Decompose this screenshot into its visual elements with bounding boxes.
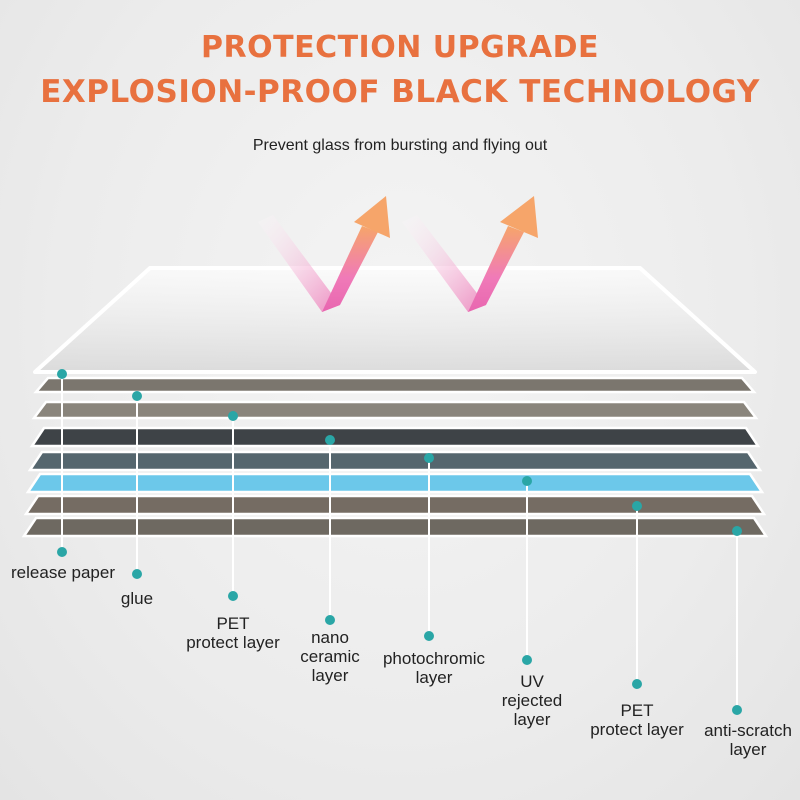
title-line-1: PROTECTION UPGRADE (201, 30, 599, 65)
marker-top (228, 411, 238, 421)
marker-top (732, 526, 742, 536)
label-line: glue (120, 589, 154, 608)
bounce-arrow-right (402, 196, 538, 312)
marker-bottom (228, 591, 238, 601)
label-line: nano (311, 628, 349, 647)
layer-band-3 (29, 426, 761, 448)
layer-stack (21, 376, 769, 538)
marker-bottom (132, 569, 142, 579)
label-line: ceramic (300, 647, 360, 666)
label-release-paper: release paper (2, 563, 124, 582)
subtitle: Prevent glass from bursting and flying o… (252, 137, 548, 154)
marker-top (522, 476, 532, 486)
label-line: UV (520, 672, 544, 691)
glass-top-sheet (33, 266, 757, 374)
label-line: layer (513, 710, 551, 729)
leader-lines (61, 374, 738, 710)
markers (57, 369, 742, 715)
label-line: PET (216, 614, 250, 633)
marker-bottom (522, 655, 532, 665)
marker-top (132, 391, 142, 401)
layer-band-4 (27, 450, 763, 472)
layer-band-5 (25, 472, 765, 494)
label-line: protect layer (186, 633, 280, 652)
label-line: release paper (11, 563, 115, 582)
marker-bottom (424, 631, 434, 641)
label-pet-protect-layer: PET protect layer (173, 614, 293, 652)
marker-bottom (325, 615, 335, 625)
label-line: layer (415, 668, 453, 687)
label-glue: glue (107, 589, 167, 608)
label-nano-ceramic-layer: nano ceramic layer (280, 628, 380, 685)
marker-top (632, 501, 642, 511)
label-uv-rejected-layer: UV rejected layer (482, 672, 582, 729)
title-line-2: EXPLOSION-PROOF BLACK TECHNOLOGY (40, 74, 760, 110)
label-line: PET (620, 701, 654, 720)
layer-band-7 (21, 516, 769, 538)
layer-band-1 (33, 376, 757, 394)
label-line: photochromic (382, 649, 486, 668)
label-line: anti-scratch (704, 721, 792, 740)
marker-top (57, 369, 67, 379)
label-line: layer (729, 740, 767, 759)
label-photochromic-layer: photochromic layer (369, 649, 499, 687)
marker-bottom (732, 705, 742, 715)
layer-band-2 (31, 400, 759, 420)
label-line: rejected (501, 691, 563, 710)
marker-bottom (57, 547, 67, 557)
marker-top (424, 453, 434, 463)
marker-top (325, 435, 335, 445)
layer-band-6 (23, 494, 767, 516)
label-pet-protect-layer-2: PET protect layer (577, 701, 697, 739)
marker-bottom (632, 679, 642, 689)
label-line: layer (311, 666, 349, 685)
label-anti-scratch-layer: anti-scratch layer (693, 721, 800, 759)
bounce-arrow-left (258, 196, 390, 312)
label-line: protect layer (590, 720, 684, 739)
